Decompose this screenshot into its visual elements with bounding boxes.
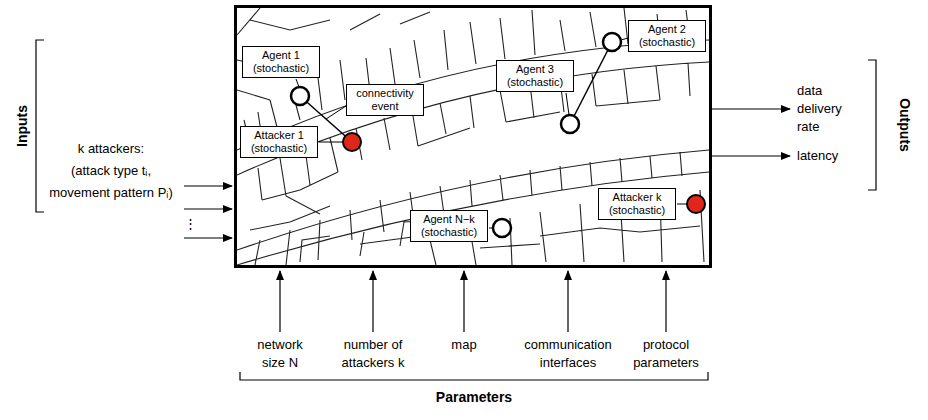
input-arrow: [184, 237, 232, 238]
leader-line: [566, 93, 569, 115]
label-text: Attacker 1 (stochastic): [246, 129, 312, 155]
axis-heading: Parameters: [394, 388, 554, 406]
parameter-text: communication interfaces: [519, 336, 617, 372]
agent-label: Agent 1 (stochastic): [242, 46, 320, 78]
label-text: Attacker k (stochastic): [604, 191, 670, 217]
parameter-arrow: [665, 271, 666, 332]
agent-dot: [291, 87, 309, 105]
event-label: connectivity event: [346, 84, 424, 116]
agent-dot: [603, 33, 621, 51]
label-text: Agent 3 (stochastic): [502, 63, 568, 89]
input-text: movement pattern Pᵢ): [44, 184, 178, 202]
connectivity-line: [570, 42, 612, 124]
output-text: data delivery rate: [797, 82, 859, 136]
label-text: Agent N−k (stochastic): [416, 213, 482, 239]
output-bracket: [868, 60, 876, 190]
label-text: Agent 1 (stochastic): [248, 49, 314, 75]
attacker-label: Attacker k (stochastic): [598, 188, 676, 220]
parameter-text: map: [434, 336, 494, 354]
input-text: (attack type tᵢ,: [44, 162, 178, 180]
map-frame: [236, 7, 711, 267]
leader-line: [677, 204, 687, 205]
input-arrow: [184, 208, 232, 209]
output-arrow: [712, 108, 790, 109]
output-text: latency: [797, 147, 859, 165]
agent-dot: [561, 115, 579, 133]
label-text: Agent 2 (stochastic): [634, 23, 700, 49]
input-bracket: [36, 40, 44, 212]
parameter-text: protocol parameters: [626, 336, 706, 372]
leader-line: [326, 106, 346, 119]
label-text: connectivity event: [352, 87, 418, 113]
attacker-label: Attacker 1 (stochastic): [240, 126, 318, 158]
agent-label: Agent 3 (stochastic): [496, 60, 574, 92]
street-map: [237, 8, 709, 265]
parameter-bracket: [240, 372, 708, 380]
input-arrow: [184, 185, 232, 186]
leader-line: [621, 38, 628, 40]
agent-label: Agent N−k (stochastic): [410, 210, 488, 242]
leader-line: [296, 79, 299, 87]
parameter-arrow: [279, 271, 280, 332]
input-text: k attackers:: [44, 140, 178, 158]
parameter-arrow: [463, 271, 464, 332]
parameter-text: number of attackers k: [335, 336, 411, 372]
leader-line: [319, 142, 343, 143]
parameter-text: network size N: [245, 336, 315, 372]
output-arrow: [712, 155, 790, 156]
axis-heading: Outputs: [896, 98, 914, 152]
agent-label: Agent 2 (stochastic): [628, 20, 706, 52]
attacker-dot: [343, 133, 361, 151]
parameter-arrow: [567, 271, 568, 332]
street-layer: [237, 8, 709, 265]
axis-heading: Inputs: [13, 105, 31, 147]
parameter-arrow: [372, 271, 373, 332]
attacker-dot: [687, 195, 705, 213]
agent-dot: [493, 219, 511, 237]
ellipsis: ⋮: [180, 215, 200, 233]
